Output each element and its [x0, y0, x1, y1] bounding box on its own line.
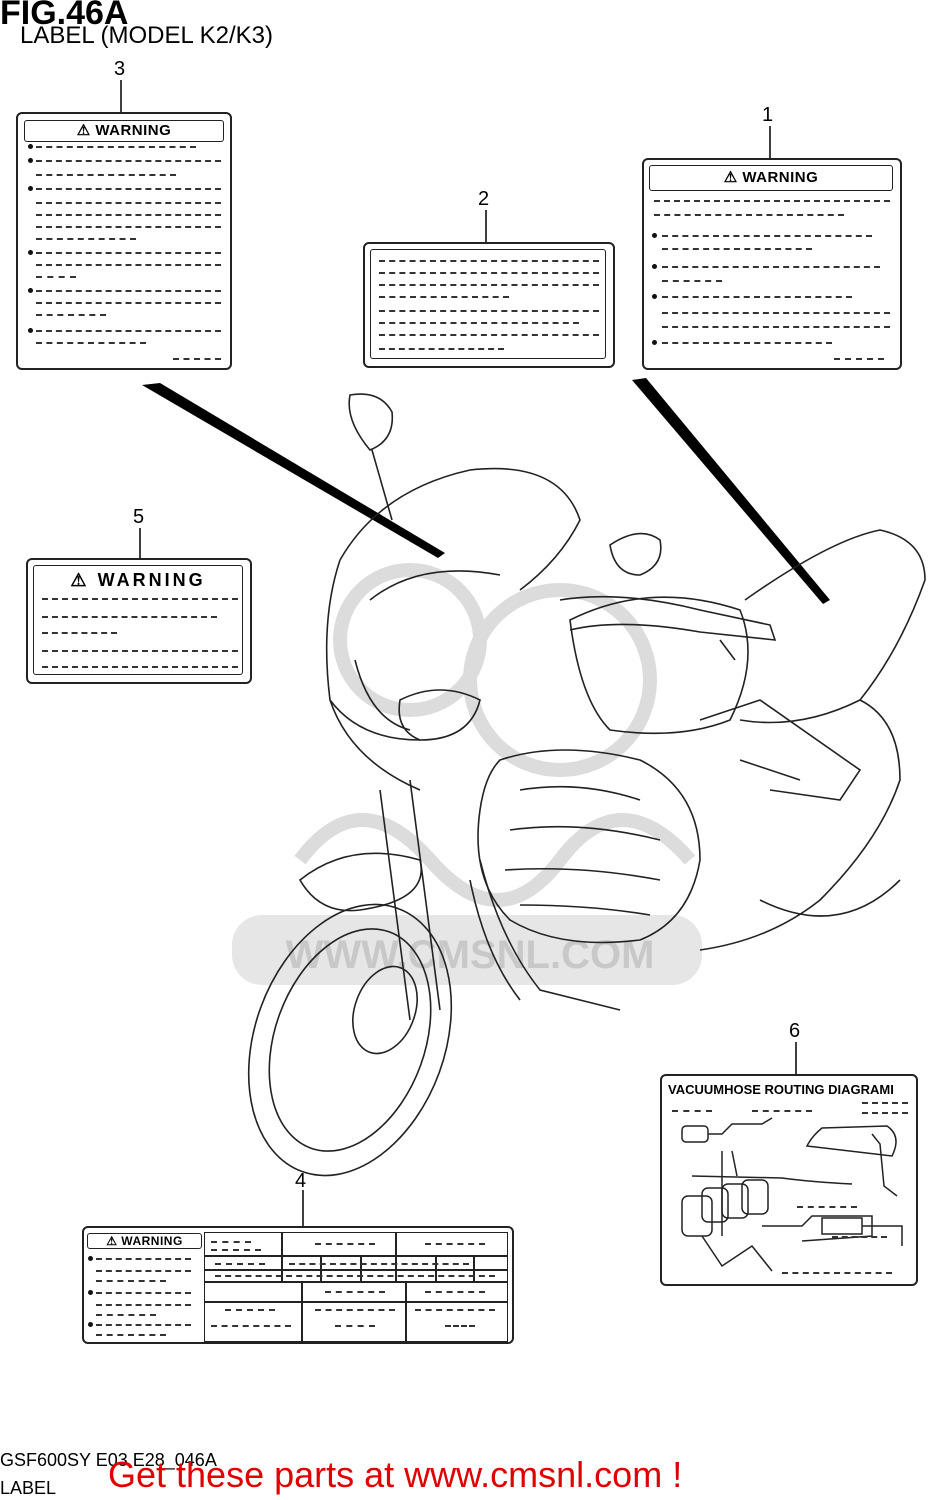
- label-2: [363, 242, 615, 368]
- spec-table-bottom: [204, 1282, 508, 1342]
- warning-heading-5: ⚠ WARNING: [70, 570, 206, 590]
- cta-link[interactable]: Get these parts at www.cmsnl.com !: [108, 1454, 683, 1495]
- callout-1: 1: [762, 104, 774, 126]
- callout-2: 2: [478, 188, 490, 210]
- figure-title: FIG.46A: [0, 0, 129, 32]
- warning-heading-3: ⚠ WARNING: [76, 122, 172, 139]
- callout-5: 5: [133, 506, 145, 528]
- spec-table-top: [204, 1232, 508, 1282]
- vacuum-hose-label-6: VACUUMHOSE ROUTING DIAGRAMI: [660, 1074, 918, 1286]
- warning-label-3: ⚠ WARNING: [16, 112, 232, 370]
- leader-label3: [142, 383, 445, 558]
- warning-heading-1: ⚠ WARNING: [723, 169, 819, 186]
- warning-triangle-icon: ⚠: [106, 1234, 118, 1248]
- diagram-code: GSF600SY E03 E28_046A: [0, 1450, 217, 1470]
- callout-6: 6: [789, 1020, 801, 1042]
- warning-triangle-icon: ⚠: [76, 122, 91, 139]
- watermark-logo: [294, 563, 696, 907]
- watermark-text: WWW.CMSNL.COM: [286, 933, 655, 977]
- callout-4: 4: [295, 1170, 307, 1192]
- warning-header: ⚠ WARNING: [24, 120, 224, 142]
- warning-heading-4: ⚠ WARNING: [106, 1234, 183, 1248]
- vacuum-hose-diagram: [681, 1117, 903, 1272]
- vacuum-hose-title: VACUUMHOSE ROUTING DIAGRAMI: [668, 1082, 894, 1097]
- warning-label-5: ⚠ WARNING: [26, 558, 252, 684]
- motorcycle-outline: [247, 393, 926, 1177]
- warning-label-4: ⚠ WARNING: [82, 1226, 514, 1344]
- warning-triangle-icon: ⚠: [723, 169, 738, 186]
- callout-leaders: [120, 80, 797, 1226]
- diagram-label: LABEL: [0, 1478, 57, 1498]
- figure-subtitle: LABEL (MODEL K2/K3): [20, 22, 273, 49]
- warning-triangle-icon: ⚠: [70, 570, 90, 590]
- warning-label-1: ⚠ WARNING: [642, 158, 902, 370]
- callout-3: 3: [114, 58, 126, 80]
- leader-label1: [632, 378, 830, 604]
